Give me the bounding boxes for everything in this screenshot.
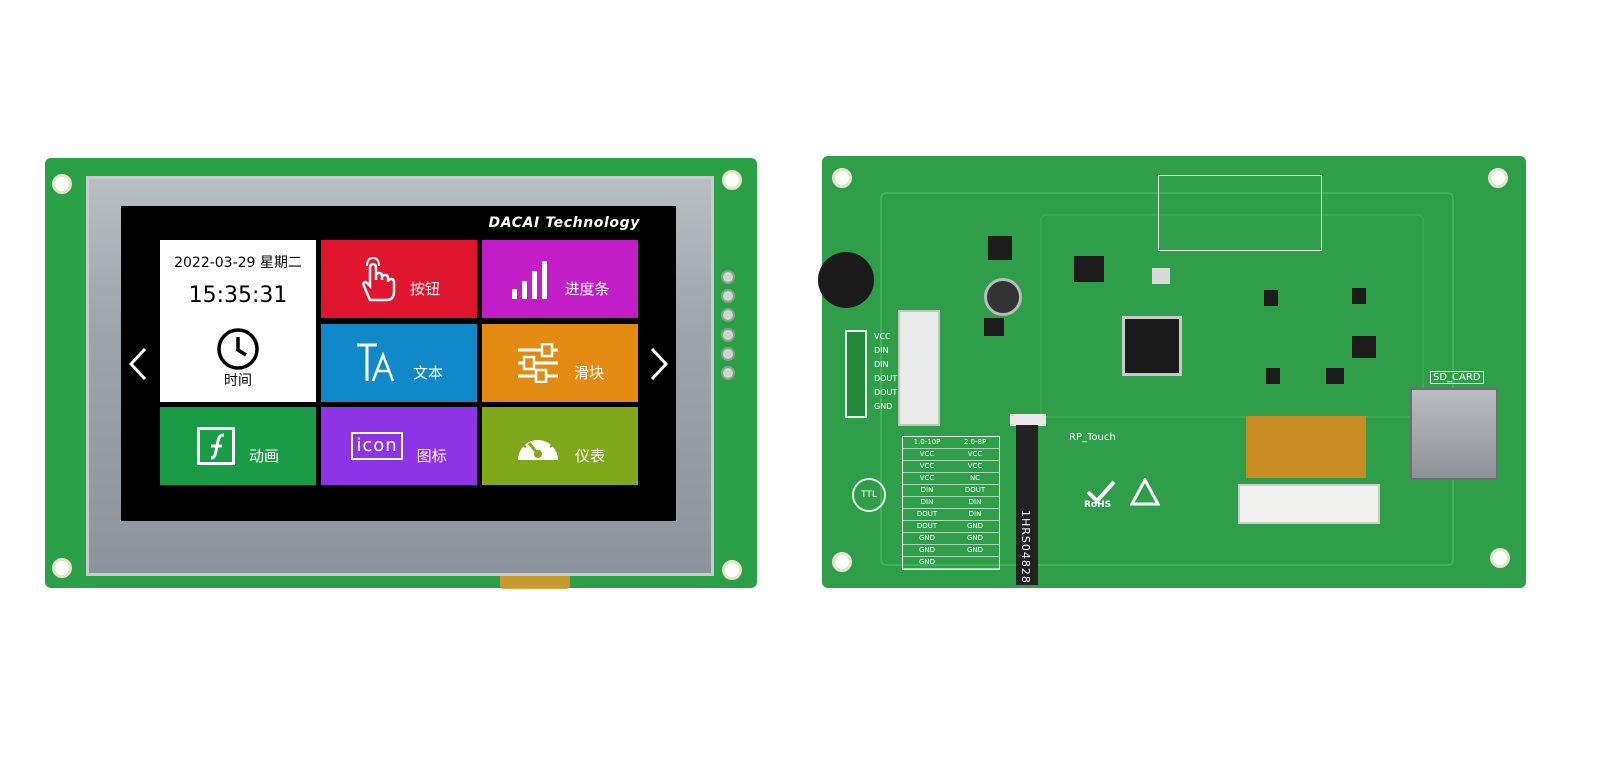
pin-table-cell: VCC — [903, 461, 951, 473]
flash-icon — [196, 427, 235, 465]
pin-table-cell: DOUT — [903, 509, 951, 521]
pin-table-cell: VCC — [903, 473, 951, 485]
regulator — [1352, 288, 1366, 304]
pcb-trace-outline — [880, 192, 1454, 566]
mounting-hole — [52, 174, 72, 194]
clock-text: 15:35:31 — [188, 283, 288, 308]
pin-header — [845, 330, 867, 418]
tile-button-label: 按钮 — [409, 279, 440, 298]
tile-progress-label: 进度条 — [564, 279, 610, 298]
pin-table-cell: DIN — [903, 485, 951, 497]
tile-text[interactable]: 文本 — [321, 324, 477, 402]
lcd-screen: DACAI Technology 2022-03-29 星期二 15:35:31… — [121, 206, 676, 521]
regulator — [1326, 368, 1344, 384]
rohs-check-icon — [1086, 480, 1116, 504]
silk-rohs: RoHS — [1084, 500, 1112, 510]
tile-gauge-label: 仪表 — [574, 446, 605, 465]
pin-table-cell: VCC — [951, 449, 999, 461]
pin-table-header: 1.0-10P — [903, 437, 951, 449]
text-ta-icon — [356, 343, 395, 382]
time-tile[interactable]: 2022-03-29 星期二 15:35:31 时间 — [160, 240, 316, 402]
capacitor — [984, 278, 1022, 316]
inductor — [1352, 336, 1376, 358]
tile-slider-label: 滑块 — [573, 363, 604, 382]
silk-dout: DOUT — [874, 374, 898, 383]
wire-connector — [898, 310, 940, 426]
tile-text-label: 文本 — [412, 363, 443, 382]
silk-vcc: VCC — [874, 332, 891, 341]
esd-warning-icon — [1130, 478, 1160, 506]
ribbon-label: 1HRS04828 — [1019, 510, 1032, 584]
tile-animation-label: 动画 — [248, 446, 279, 465]
lcd-fpc — [1246, 416, 1366, 478]
mounting-hole — [722, 170, 742, 190]
silk-din: DIN — [874, 346, 889, 355]
pin-table-header: 2.0-8P — [951, 437, 999, 449]
regulator — [1264, 290, 1278, 306]
tile-button[interactable]: 按钮 — [321, 240, 477, 318]
lcd-connector — [1238, 484, 1380, 524]
tile-icon-label: 图标 — [416, 446, 447, 465]
pin-table-cell: DOUT — [951, 485, 999, 497]
silk-gnd: GND — [874, 402, 893, 411]
eeprom-chip — [1074, 256, 1104, 282]
pin-table-cell: VCC — [903, 449, 951, 461]
pcb-trace-outline — [1040, 214, 1424, 418]
pin-table-cell: DOUT — [903, 521, 951, 533]
inductor — [988, 236, 1012, 260]
regulator — [1266, 368, 1280, 384]
mounting-hole — [832, 552, 852, 572]
touch-ribbon-cable — [1016, 425, 1038, 585]
chevron-right-icon — [650, 347, 669, 381]
pin-table-cell: GND — [903, 557, 951, 569]
tile-gauge[interactable]: 仪表 — [482, 407, 638, 485]
pin-table-cell: DIN — [903, 497, 951, 509]
pin-table-cell: NC — [951, 473, 999, 485]
mcu-chip — [1122, 316, 1182, 376]
pin-table-cell: DIN — [951, 497, 999, 509]
diode — [984, 318, 1004, 336]
mounting-hole — [722, 560, 742, 580]
mounting-hole — [52, 558, 72, 578]
mounting-hole — [1488, 168, 1508, 188]
next-page-button[interactable] — [648, 346, 670, 388]
brand-text: DACAI Technology — [488, 215, 640, 231]
prev-page-button[interactable] — [127, 346, 149, 388]
silk-dout: DOUT — [874, 388, 898, 397]
silk-rp-touch: RP_Touch — [1069, 432, 1116, 443]
hand-pointer-icon — [362, 256, 396, 302]
silk-ttl: TTL — [852, 478, 886, 512]
icon-text-icon: icon — [351, 432, 403, 460]
pin-table-cell: VCC — [951, 461, 999, 473]
sliders-icon — [517, 343, 558, 383]
silk-din: DIN — [874, 360, 889, 369]
pin-table-cell — [951, 557, 999, 569]
pin-table: 1.0-10P 2.0-8P VCC VCC VCC VCC VCC NC DI… — [902, 436, 1000, 570]
tile-animation[interactable]: 动画 — [160, 407, 316, 485]
chevron-left-icon — [128, 347, 147, 381]
tile-slider[interactable]: 滑块 — [482, 324, 638, 402]
silk-sd-card: SD_CARD — [1430, 371, 1484, 384]
pin-table-cell: GND — [951, 533, 999, 545]
mounting-hole — [832, 168, 852, 188]
pin-table-cell: GND — [903, 545, 951, 557]
time-label: 时间 — [224, 373, 252, 389]
touch-connector — [1010, 414, 1046, 426]
pin-table-cell: DIN — [951, 509, 999, 521]
signal-bars-icon — [512, 261, 548, 299]
header-pins — [718, 270, 738, 380]
crystal — [1152, 268, 1170, 284]
sd-card-slot — [1410, 388, 1498, 480]
gauge-icon — [517, 436, 558, 460]
pin-table-cell: GND — [951, 545, 999, 557]
tile-icon[interactable]: icon 图标 — [321, 407, 477, 485]
tile-progress[interactable]: 进度条 — [482, 240, 638, 318]
mounting-hole — [1490, 548, 1510, 568]
pin-table-cell: GND — [903, 533, 951, 545]
date-text: 2022-03-29 星期二 — [174, 255, 302, 271]
clock-icon — [217, 328, 259, 370]
silkscreen-box — [1158, 175, 1322, 251]
pin-table-cell: GND — [951, 521, 999, 533]
buzzer — [818, 252, 874, 308]
